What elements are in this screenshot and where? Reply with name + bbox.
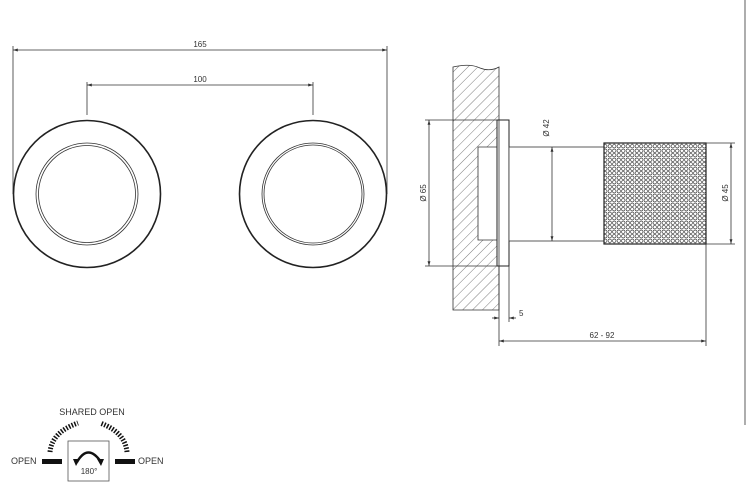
right-arc-dashed: [99, 420, 130, 453]
dimension-d45-label: Ø 45: [721, 184, 730, 202]
open-left-label: OPEN: [11, 456, 37, 466]
dimension-5-label: 5: [519, 309, 524, 318]
rotation-label: 180°: [81, 467, 98, 476]
operation-diagram: SHARED OPEN OPEN OPEN 180°: [11, 407, 164, 482]
right-control-front: [238, 119, 388, 269]
open-right-label: OPEN: [138, 456, 164, 466]
left-control-front: [12, 119, 162, 269]
dimension-62-92-label: 62 - 92: [590, 331, 615, 340]
dimension-165-label: 165: [193, 40, 207, 49]
dimension-100-label: 100: [193, 75, 207, 84]
knurled-handle: [603, 142, 707, 245]
front-view: 165 100: [12, 40, 388, 269]
stem: [508, 146, 605, 242]
open-right-bar: [115, 459, 135, 464]
left-arc-dashed: [47, 420, 79, 453]
wall-section: [452, 64, 500, 311]
shared-open-label: SHARED OPEN: [59, 407, 125, 417]
side-view: Ø 65 Ø 42 Ø 45 5 62 - 92: [419, 64, 735, 346]
open-left-bar: [42, 459, 62, 464]
dimension-d42-label: Ø 42: [542, 119, 551, 137]
dimension-d65-label: Ø 65: [419, 184, 428, 202]
